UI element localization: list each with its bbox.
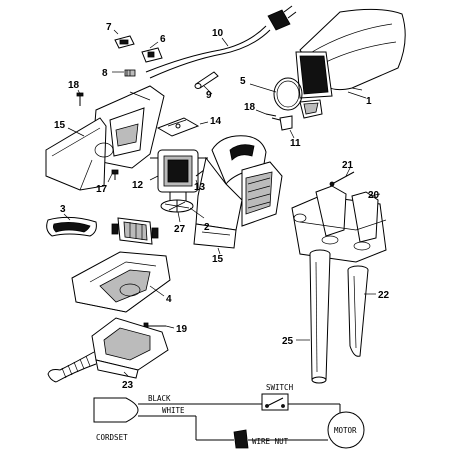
cordset-label: CORDSET [96,433,128,442]
white-wire-label: WHITE [162,406,185,415]
part-label: 6 [160,34,166,45]
motor-symbol [327,411,365,449]
part-label: 25 [282,336,294,347]
part-label: 1 [366,96,372,107]
black-wire-label: BLACK [148,394,171,403]
part-label: 11 [290,138,301,149]
gasket-ring-part [273,77,303,111]
part-label: 21 [342,160,354,171]
cord-plug-part [145,5,297,79]
floor-nozzle-hose-part [47,317,169,383]
part-label: 19 [176,324,188,335]
fan-impeller-part [160,199,194,213]
motor-bracket-part [156,117,200,137]
part-label: 10 [212,28,224,39]
screw-17-part [111,169,119,180]
part-label: 5 [240,76,246,87]
switch-bracket-part [114,35,135,49]
base-nozzle-part [71,251,171,313]
screw-8-part [124,69,136,77]
screw-18b-part [265,113,277,117]
wire-nut-label: WIRE NUT [252,437,289,446]
front-handle-housing-part [193,135,283,249]
wiring-schematic: BLACK WHITE SWITCH CORDSET WIRE NUT MOTO… [93,383,365,449]
extension-tube-part [309,249,331,384]
part-label: 8 [102,68,108,79]
wire-nut-symbol [233,429,249,449]
part-label: 18 [68,80,80,91]
pin-21-part [329,171,355,187]
motor-screw-part [195,169,205,177]
latch-part [271,115,293,131]
part-label: 3 [60,204,66,215]
rear-housing-part [45,85,165,191]
part-label: 14 [210,116,222,127]
part-label: 20 [368,190,380,201]
part-label: 17 [96,184,108,195]
motor-part [150,149,208,203]
brush-roll-part [111,217,159,245]
crevice-tool-part [347,265,369,357]
part-label: 15 [212,254,224,265]
dust-bag-part [295,8,406,119]
part-label: 18 [244,102,256,113]
switch-label: SWITCH [266,383,294,392]
motor-label: MOTOR [334,426,357,435]
part-label: 2 [204,222,210,233]
part-label: 13 [194,182,206,193]
part-label: 15 [54,120,66,131]
switch-part [141,47,163,63]
part-label: 22 [378,290,390,301]
part-label: 23 [122,380,134,391]
leader-lines [63,29,381,377]
part-number-labels: 1 2 3 4 5 6 7 8 9 10 11 12 13 14 15 15 1… [54,22,390,391]
belt-part [46,216,97,237]
part-label: 9 [206,90,212,101]
screw-18a-part [76,92,84,106]
cordset-plug-symbol [93,397,139,423]
wall-bracket-part [291,185,387,263]
part-label: 12 [132,180,144,191]
part-label: 27 [174,224,186,235]
pin-part [194,71,219,89]
part-label: 4 [166,294,172,305]
part-label: 7 [106,22,112,33]
